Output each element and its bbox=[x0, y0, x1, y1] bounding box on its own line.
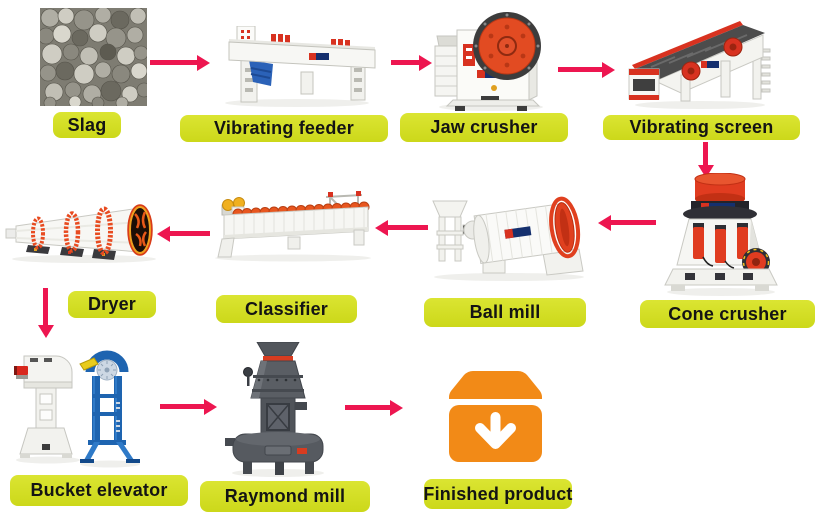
arrow-jaw-crusher-to-screen bbox=[558, 67, 602, 72]
vibrating-feeder-illustration bbox=[225, 26, 376, 107]
label-raymond-mill: Raymond mill bbox=[200, 481, 370, 512]
label-ball-mill: Ball mill bbox=[424, 298, 586, 327]
label-bucket-elevator: Bucket elevator bbox=[10, 475, 188, 506]
dryer-illustration bbox=[5, 204, 156, 263]
arrow-dryer-to-bucket-elevator bbox=[43, 288, 48, 325]
arrow-cone-crusher-to-ball-mill bbox=[611, 220, 656, 225]
arrow-ball-mill-to-classifier bbox=[388, 225, 428, 230]
arrow-raymond-mill-to-product bbox=[345, 405, 390, 410]
label-jaw-crusher: Jaw crusher bbox=[400, 113, 568, 142]
label-vibrating-screen: Vibrating screen bbox=[603, 115, 800, 140]
cone-crusher-illustration bbox=[664, 173, 778, 296]
label-dryer: Dryer bbox=[68, 291, 156, 318]
finished-product-box-icon bbox=[449, 371, 542, 462]
ball-mill-illustration bbox=[432, 196, 584, 281]
label-finished-product: Finished product bbox=[423, 479, 572, 509]
label-cone-crusher: Cone crusher bbox=[640, 300, 815, 328]
label-classifier: Classifier bbox=[216, 295, 357, 323]
slag-photo bbox=[40, 8, 147, 106]
jaw-crusher-illustration bbox=[434, 12, 543, 111]
arrow-slag-to-feeder bbox=[150, 60, 197, 65]
raymond-mill-illustration bbox=[225, 342, 324, 477]
arrow-feeder-to-jaw-crusher bbox=[391, 60, 419, 65]
vibrating-screen-illustration bbox=[628, 21, 771, 109]
arrow-bucket-elevator-to-raymond-mill bbox=[160, 404, 204, 409]
arrow-screen-to-cone-crusher bbox=[703, 142, 708, 165]
arrow-classifier-to-dryer bbox=[170, 231, 210, 236]
label-slag: Slag bbox=[53, 112, 121, 138]
classifier-illustration bbox=[215, 191, 371, 262]
label-vibrating-feeder: Vibrating feeder bbox=[180, 115, 388, 142]
bucket-elevator-illustration bbox=[14, 350, 140, 468]
